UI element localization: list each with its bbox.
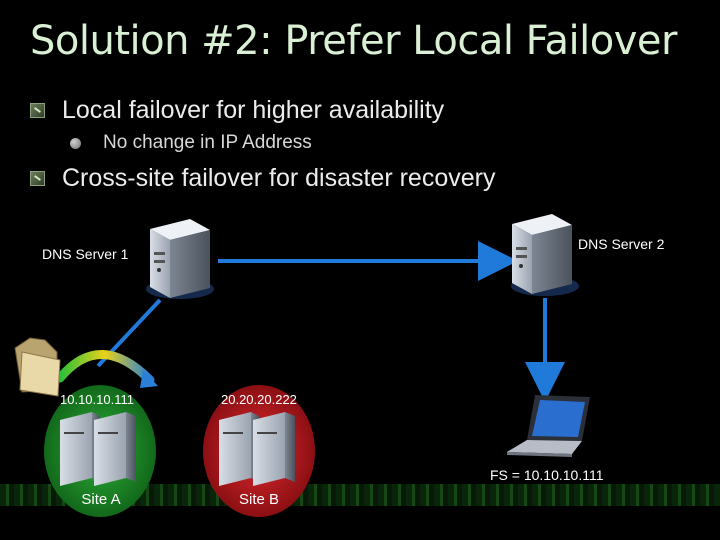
bullet-text: No change in IP Address [103, 132, 312, 153]
laptop-icon [507, 395, 590, 457]
bullet-text: Local failover for higher availability [62, 96, 445, 124]
floor-grid [0, 484, 720, 506]
slide-title: Solution #2: Prefer Local Failover [30, 18, 677, 64]
circle-bullet-icon [70, 137, 81, 149]
dns-server-2-icon [511, 214, 579, 296]
client-fs-label: FS = 10.10.10.111 [490, 467, 604, 483]
site-a-label: Site A [81, 491, 121, 508]
bullet-no-ip-change: No change in IP Address [70, 132, 312, 154]
failover-arc-head [140, 370, 158, 388]
dns-server-1-label: DNS Server 1 [42, 246, 129, 262]
site-b-servers-icon [219, 412, 295, 486]
dns-server-1-icon [146, 219, 214, 299]
site-b-ip: 20.20.20.222 [221, 392, 297, 407]
dns-server-2-label: DNS Server 2 [578, 236, 665, 252]
site-a-ip: 10.10.10.111 [60, 392, 134, 407]
bullet-local-failover: Local failover for higher availability [30, 96, 444, 125]
folder-icon [14, 337, 61, 397]
bullet-text: Cross-site failover for disaster recover… [62, 164, 496, 192]
failover-arc [55, 350, 155, 385]
bullet-cross-site-failover: Cross-site failover for disaster recover… [30, 164, 495, 193]
site-a-servers-icon [60, 412, 136, 486]
arrow-bullet-icon [30, 171, 45, 186]
arrow-bullet-icon [30, 103, 45, 118]
site-b-label: Site B [238, 491, 280, 508]
